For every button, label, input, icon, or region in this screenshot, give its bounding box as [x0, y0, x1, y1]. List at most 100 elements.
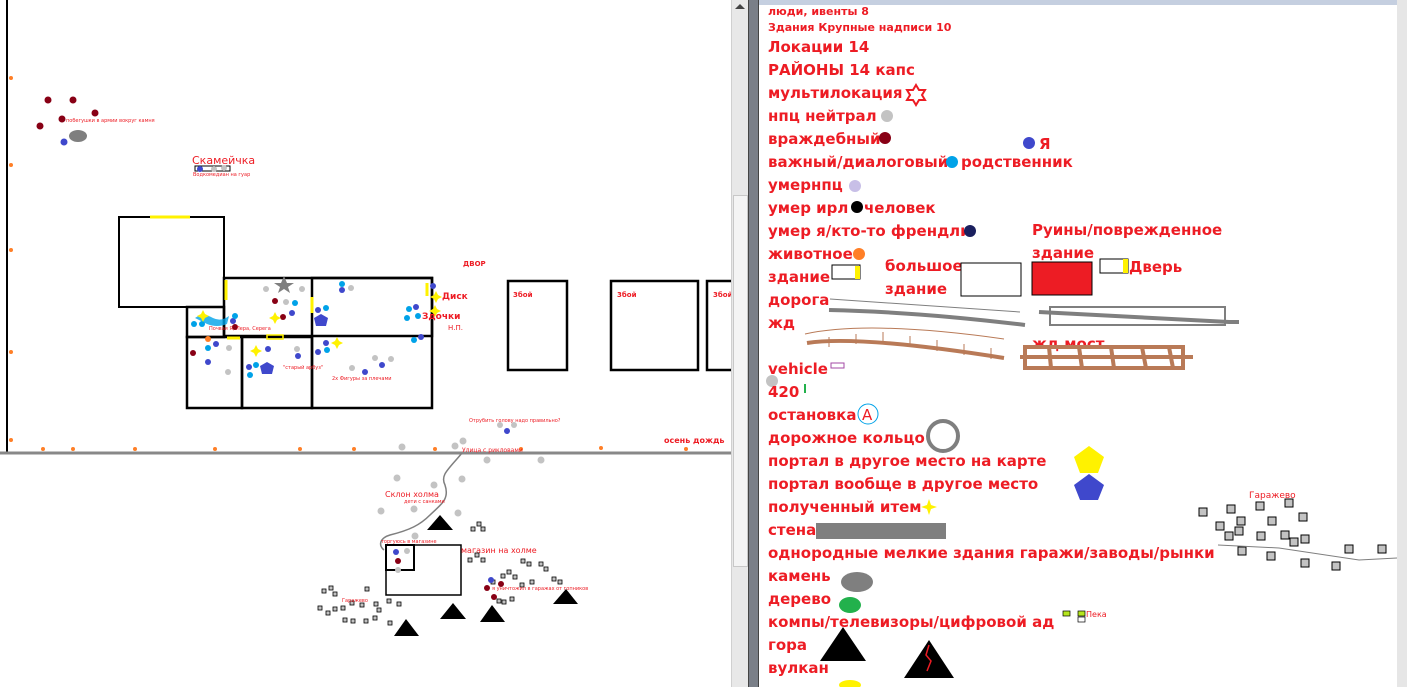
legend-big-building-1: большое — [885, 257, 963, 275]
garage-npcs — [484, 577, 504, 600]
np-label: Н.П. — [448, 324, 463, 332]
stone-legend-icon — [841, 572, 873, 592]
stone-icon — [69, 130, 87, 142]
right-edge-scroll[interactable] — [1397, 0, 1407, 687]
legend-vehicle: vehicle — [768, 360, 828, 378]
map-drawing: побегушки в армии вокруг камня Скамейчка… — [0, 0, 739, 636]
legend-me: Я — [1039, 135, 1051, 153]
star-of-david-icon — [905, 83, 927, 107]
legend-person: человек — [864, 199, 936, 217]
left-vertical-scrollbar[interactable] — [731, 0, 748, 687]
legend-animal: животное — [768, 245, 853, 263]
bench-note: Водкомедиан на гуар — [193, 172, 250, 178]
roundabout-icon — [926, 419, 960, 453]
garages-icon — [1198, 498, 1387, 571]
portal-map-icon — [1074, 446, 1104, 473]
garage-note: я уничтожил в гаражах от гопников — [492, 586, 588, 592]
ruins-icon — [1031, 261, 1093, 296]
dead-irl-dot-icon — [851, 201, 863, 213]
hostile-npc-group — [36, 96, 99, 130]
shop-note: торгуюсь в магазине — [381, 539, 437, 545]
old-friend-label: "старый арбуз" — [283, 364, 323, 371]
fight-label-1: 3бой — [513, 291, 533, 299]
railway-thin-icon — [804, 327, 1005, 340]
legend-multilocation: мультилокация — [768, 84, 903, 102]
wall-icon — [816, 523, 946, 539]
autumn-note: осень дождь — [664, 436, 724, 445]
legend-railway: жд — [768, 314, 795, 332]
legend-districts: РАЙОНЫ 14 капс — [768, 60, 915, 79]
neutral-dot-icon — [881, 110, 893, 122]
army-note: побегушки в армии вокруг камня — [66, 118, 155, 124]
legend-mountain: гора — [768, 636, 807, 654]
fight-label-2: 3бой — [617, 291, 637, 299]
names-label: Почвая Я, Лера, Серега — [209, 326, 271, 332]
legend-road: дорога — [768, 291, 829, 309]
legend-wall: стена — [768, 521, 816, 539]
orange-markers — [9, 76, 688, 451]
bus-stop-letter: A — [862, 406, 873, 424]
legend-item: полученный итем — [768, 498, 922, 516]
map-canvas-left[interactable]: побегушки в армии вокруг камня Скамейчка… — [0, 0, 739, 687]
legend-ruins-2: здание — [1032, 244, 1094, 262]
hill-path — [379, 452, 463, 551]
mountain-icon — [820, 627, 866, 661]
item-star-icon — [921, 499, 937, 515]
legend-locations: Локации 14 — [768, 38, 869, 56]
legend-canvas[interactable]: люди, ивенты 8 Здания Крупные надписи 10… — [759, 0, 1407, 690]
star-icon — [274, 276, 294, 293]
apartment-walls — [185, 276, 434, 410]
dead-npc-dot-icon — [849, 180, 861, 192]
legend-dead-irl: умер ирл — [768, 199, 848, 217]
disk-label: Диск — [442, 292, 468, 302]
legend-portal-other: портал вообще в другое место — [768, 475, 1038, 493]
legend-tree: дерево — [768, 590, 831, 608]
big-building — [118, 216, 225, 308]
legend-rail-bridge: жд мост — [1032, 335, 1105, 353]
road-thick-icon — [828, 308, 1026, 327]
portal-icon — [314, 314, 328, 326]
legend-dead-friendly: умер я/кто-то френдли — [768, 222, 971, 240]
hill-kids-note: дети с санками — [404, 499, 445, 505]
zdochki-label: Здочки — [422, 312, 460, 322]
dead-friendly-dot-icon — [964, 225, 976, 237]
neutral-crowd — [377, 437, 545, 540]
road-thin-icon — [829, 298, 1021, 313]
legend-ruins-1: Руины/поврежденное — [1032, 221, 1222, 239]
vehicle-icon — [830, 362, 845, 369]
tree-icon — [839, 597, 861, 613]
legend-dead-npc: умернпц — [768, 176, 843, 194]
legend-building: здание — [768, 268, 830, 286]
legend-people-events: люди, ивенты 8 — [768, 5, 869, 18]
item-markers — [197, 291, 442, 357]
me-marker — [60, 138, 68, 146]
computer-icon — [1062, 610, 1071, 617]
legend-stone: камень — [768, 567, 831, 585]
legend-small-buildings: однородные мелкие здания гаражи/заводы/р… — [768, 544, 1215, 562]
pane-divider[interactable] — [748, 0, 759, 687]
shop-hill-label: магазин на холме — [461, 546, 537, 555]
scrollbar-thumb[interactable] — [733, 195, 748, 567]
mountains — [394, 515, 578, 636]
railway-icon — [806, 338, 1005, 360]
npc-markers — [190, 281, 436, 378]
top-bar — [759, 0, 1407, 5]
garages-label: Гаражево — [1249, 491, 1296, 501]
animal-dot-icon — [853, 248, 865, 260]
garages-road — [1217, 544, 1398, 561]
legend-big-building-2: здание — [885, 280, 947, 298]
legend-computers: компы/телевизоры/цифровой ад — [768, 613, 1054, 631]
legend-relative: родственник — [961, 153, 1073, 171]
scroll-up-arrow-icon[interactable] — [735, 4, 745, 9]
cut-head-note: Отрубить голову надо правильно? — [469, 418, 561, 424]
garage-left-label: Гаражево — [342, 598, 368, 604]
street-label: Улица с рикловами — [462, 447, 523, 454]
yard-label: ДВОР — [463, 260, 486, 268]
peka-label: Пека — [1086, 610, 1107, 619]
legend-npc-neutral: нпц нейтрал — [768, 107, 877, 125]
legend-portal-map: портал в другое место на карте — [768, 452, 1046, 470]
me-dot-icon — [1023, 137, 1035, 149]
legend-buildings-big: Здания Крупные надписи 10 — [768, 21, 952, 34]
legend-important: важный/диалоговый — [768, 153, 948, 171]
bench-label: Скамейчка — [192, 154, 255, 167]
